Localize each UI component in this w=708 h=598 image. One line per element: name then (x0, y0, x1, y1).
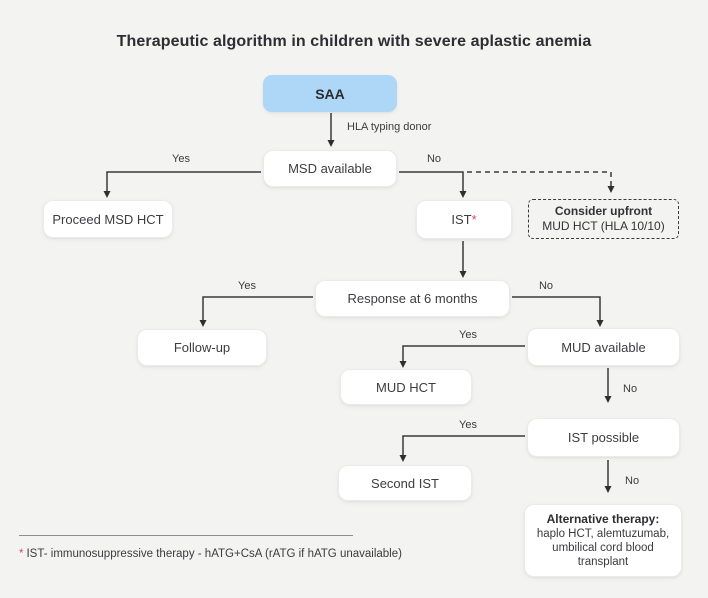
node-mud-available: MUD available (527, 328, 680, 366)
node-proceed-msd-hct: Proceed MSD HCT (43, 200, 173, 238)
edge-label-msd-no: No (426, 153, 442, 165)
edge-label-hla-typing: HLA typing donor (347, 121, 432, 133)
node-alternative-therapy: Alternative therapy: haplo HCT, alemtuzu… (524, 504, 682, 577)
edge-label-ist-possible-no: No (625, 475, 640, 487)
consider-upfront-line1: Consider upfront (554, 204, 653, 218)
node-saa: SAA (263, 75, 397, 112)
edge-ist-possible-yes (399, 435, 525, 462)
alternative-therapy-title: Alternative therapy: (546, 512, 660, 526)
node-follow-up: Follow-up (137, 329, 267, 366)
footnote-text: IST- immunosuppressive therapy - hATG+Cs… (26, 548, 402, 560)
node-consider-upfront-mud-hct: Consider upfront MUD HCT (HLA 10/10) (528, 199, 679, 239)
node-mud-hct: MUD HCT (340, 369, 472, 405)
page-title: Therapeutic algorithm in children with s… (116, 33, 592, 50)
node-ist: IST* (416, 200, 512, 239)
alternative-therapy-line2: umbilical cord blood (552, 541, 654, 554)
footnote-divider (19, 535, 353, 536)
edge-ist-to-response (459, 241, 467, 278)
footnote: *IST- immunosuppressive therapy - hATG+C… (19, 548, 402, 560)
edge-mud-no (604, 368, 612, 403)
node-msd-available: MSD available (263, 150, 397, 187)
edge-response-yes (199, 296, 313, 327)
edge-label-response-no: No (538, 280, 554, 292)
footnote-asterisk: * (19, 548, 24, 560)
edge-response-no (512, 296, 604, 327)
node-ist-possible: IST possible (527, 418, 680, 457)
edge-label-response-yes: Yes (238, 280, 256, 292)
alternative-therapy-line3: transplant (577, 555, 629, 568)
edge-label-ist-possible-yes: Yes (459, 419, 477, 431)
consider-upfront-line2: MUD HCT (HLA 10/10) (542, 219, 665, 233)
node-response-6-months: Response at 6 months (315, 280, 510, 317)
edge-label-mud-no: No (623, 383, 638, 395)
edge-saa-to-msd (327, 113, 335, 147)
alternative-therapy-line1: haplo HCT, alemtuzumab, (536, 527, 670, 540)
edge-mud-yes (399, 345, 525, 368)
node-ist-label: IST (451, 212, 472, 227)
edge-label-msd-yes: Yes (172, 153, 190, 165)
edge-msd-no (399, 171, 467, 198)
ist-footnote-asterisk: * (471, 212, 477, 227)
edge-dashed-consider-upfront (467, 171, 615, 193)
node-second-ist: Second IST (338, 465, 472, 501)
edge-label-mud-yes: Yes (459, 329, 477, 341)
edge-msd-yes (103, 171, 261, 198)
edge-ist-possible-no (604, 460, 612, 493)
